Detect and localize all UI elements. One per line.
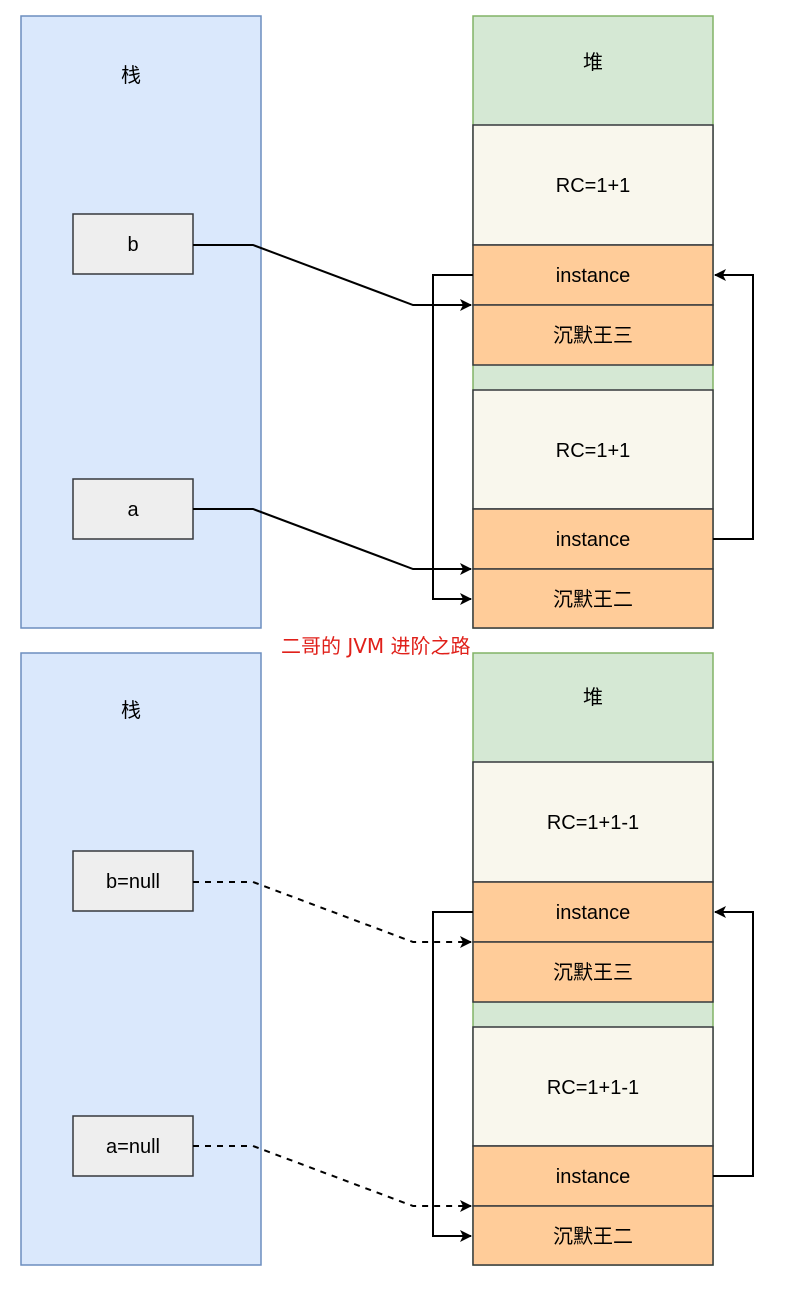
variable-label: a: [127, 499, 139, 521]
rc-label: RC=1+1-1: [547, 1077, 639, 1099]
heap-label: 堆: [583, 50, 603, 74]
panel-after: 栈 b=null a=null 堆 RC=1+1-1 instance 沉默王三: [20, 652, 754, 1266]
variable-label: b: [127, 234, 138, 256]
instance-ref-arrow-sanshi-to-erge: [432, 274, 473, 605]
heap-region: 堆 RC=1+1-1 instance 沉默王三 RC=1+1-1 instan…: [472, 652, 714, 1266]
object-name: 沉默王二: [553, 1224, 633, 1248]
rc-label: RC=1+1: [556, 175, 631, 197]
instance-ref-arrow-erge-to-sanshi: [713, 269, 754, 540]
instance-label: instance: [556, 1166, 631, 1188]
stack-variable-b[interactable]: b=null: [72, 850, 194, 912]
rc-cell: [472, 761, 714, 883]
instance-label: instance: [556, 902, 631, 924]
stack-region: 栈 b a: [20, 15, 262, 629]
heap-object-erge[interactable]: RC=1+1 instance 沉默王二: [472, 389, 714, 629]
heap-object-erge[interactable]: RC=1+1-1 instance 沉默王二: [472, 1026, 714, 1266]
rc-label: RC=1+1-1: [547, 812, 639, 834]
stack-variable-a[interactable]: a: [72, 478, 194, 540]
instance-ref-arrow-erge-to-sanshi: [713, 906, 754, 1177]
rc-label: RC=1+1: [556, 440, 631, 462]
instance-ref-arrow-sanshi-to-erge: [432, 911, 473, 1242]
name-field: [472, 568, 714, 629]
heap-object-sanshi[interactable]: RC=1+1-1 instance 沉默王三: [472, 761, 714, 1003]
name-field: [472, 941, 714, 1003]
object-name: 沉默王二: [553, 587, 633, 611]
instance-label: instance: [556, 529, 631, 551]
name-field: [472, 1205, 714, 1266]
reference-arrow-b: [193, 244, 472, 311]
rc-cell: [472, 1026, 714, 1147]
watermark-text: 二哥的 JVM 进阶之路: [281, 634, 471, 658]
heap-region: 堆 RC=1+1 instance 沉默王三 RC=1+1 instance 沉…: [472, 15, 714, 629]
stack-region: 栈 b=null a=null: [20, 652, 262, 1266]
released-reference-arrow-a: [193, 1145, 472, 1212]
stack-label: 栈: [121, 63, 141, 87]
heap-label: 堆: [583, 685, 603, 709]
panel-before: 栈 b a 堆 RC=1+1 instance 沉默王三: [20, 15, 754, 629]
rc-cell: [472, 389, 714, 510]
reference-arrow-a: [193, 508, 472, 575]
variable-label: b=null: [106, 871, 160, 893]
released-reference-arrow-b: [193, 881, 472, 948]
stack-label: 栈: [121, 698, 141, 722]
instance-label: instance: [556, 265, 631, 287]
heap-object-sanshi[interactable]: RC=1+1 instance 沉默王三: [472, 124, 714, 366]
name-field: [472, 304, 714, 366]
rc-cell: [472, 124, 714, 246]
stack-variable-b[interactable]: b: [72, 213, 194, 275]
object-name: 沉默王三: [553, 323, 633, 347]
variable-label: a=null: [106, 1136, 160, 1158]
stack-variable-a[interactable]: a=null: [72, 1115, 194, 1177]
object-name: 沉默王三: [553, 960, 633, 984]
